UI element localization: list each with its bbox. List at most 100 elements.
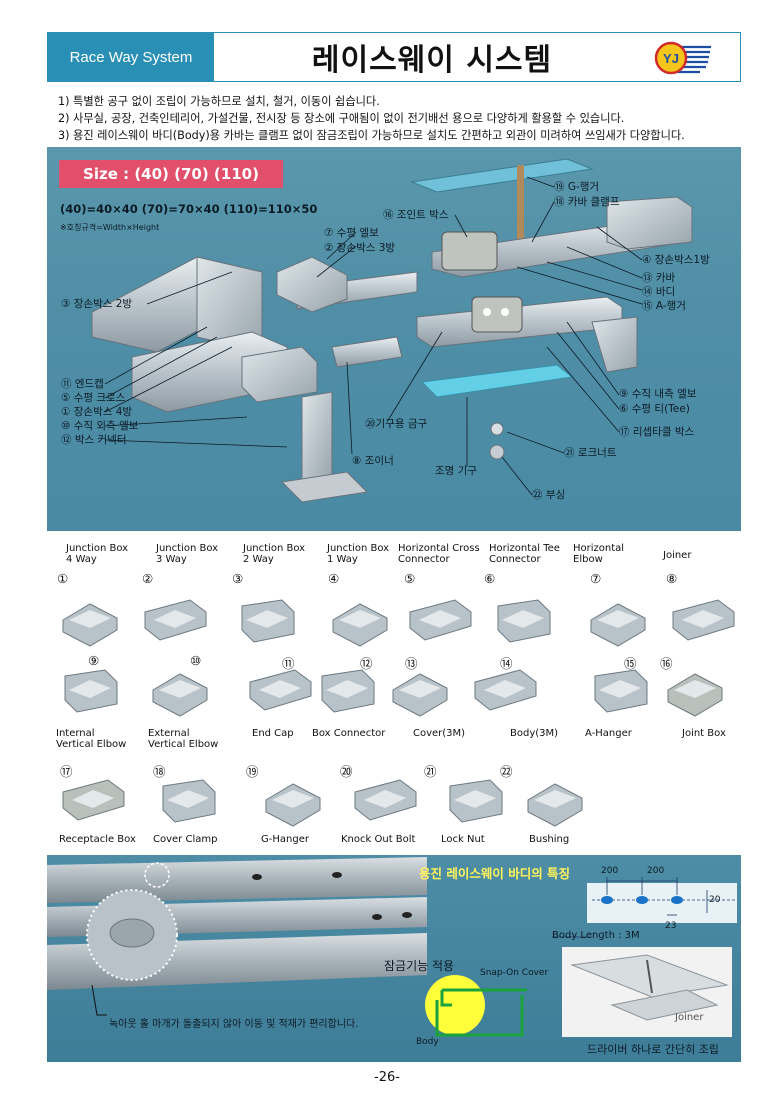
diagram-illustration — [91, 158, 693, 503]
part-number-16: ⑯ — [660, 656, 673, 671]
label-receptacle-box: ⑰ 리셉타클 박스 — [619, 426, 695, 438]
part-name-13: Cover(3M) — [413, 728, 466, 739]
label-bushing: ㉒ 부싱 — [532, 489, 566, 501]
features-illustration — [47, 857, 737, 1037]
intro-text: 1) 특별한 공구 없이 조립이 가능하므로 설치, 철거, 이동이 쉽습니다.… — [58, 93, 748, 144]
part-number-22: ㉒ — [500, 764, 513, 779]
label-horizontal-elbow: ⑦ 수평 엘보 — [324, 227, 379, 239]
part-image-2 — [144, 599, 207, 641]
part-number-1: ① — [57, 571, 69, 586]
dim-200-a: 200 — [601, 866, 619, 876]
label-junction-box-1way: ④ 장손박스1방 — [642, 254, 710, 266]
label-internal-vertical-elbow: ⑨ 수직 내측 엘보 — [619, 388, 697, 400]
part-image-13 — [392, 673, 448, 717]
label-junction-box-2way: ③ 장손박스 2방 — [61, 298, 133, 310]
part-image-10 — [152, 673, 208, 717]
part-image-20 — [354, 779, 417, 821]
part-image-22 — [527, 783, 583, 827]
part-image-18 — [162, 779, 216, 823]
part-name-20: Knock Out Bolt — [341, 834, 416, 845]
part-name-18: Cover Clamp — [153, 834, 218, 845]
part-name-15: A-Hanger — [585, 728, 632, 739]
part-name-11: End Cap — [252, 728, 294, 739]
part-image-9 — [64, 669, 118, 713]
label-junction-box-3way: ② 장손박스 3방 — [324, 242, 396, 254]
label-cover: ⑬ 카바 — [642, 272, 676, 284]
part-image-8 — [672, 599, 735, 641]
label-end-cap: ⑪ 엔드캡 — [61, 378, 104, 390]
intro-line-3: 3) 용진 레이스웨이 바디(Body)용 카바는 클램프 없이 잠금조립이 가… — [58, 129, 685, 142]
snap-lock-title: 잠금기능 적용 — [384, 959, 455, 973]
part-number-6: ⑥ — [484, 571, 496, 586]
part-number-21: ㉑ — [424, 764, 437, 779]
label-horizontal-tee: ⑥ 수평 티(Tee) — [619, 403, 690, 415]
part-image-14 — [474, 669, 537, 711]
intro-line-1: 1) 특별한 공구 없이 조립이 가능하므로 설치, 철거, 이동이 쉽습니다. — [58, 95, 380, 108]
part-name-21: Lock Nut — [441, 834, 485, 845]
svg-text:YJ: YJ — [663, 51, 679, 66]
part-number-7: ⑦ — [590, 571, 602, 586]
part-image-3 — [241, 599, 295, 643]
label-light-fixture: 조명 기구 — [435, 465, 477, 477]
label-horizontal-cross: ⑤ 수평 크로스 — [61, 392, 126, 404]
part-number-10: ⑩ — [190, 653, 202, 668]
part-number-15: ⑮ — [624, 656, 637, 671]
part-name-17: Receptacle Box — [59, 834, 136, 845]
part-number-17: ⑰ — [60, 764, 73, 779]
knockout-note: 녹아웃 홀 마개가 돌출되지 않아 이동 및 적재가 편리합니다. — [109, 1019, 359, 1030]
system-diagram: Size : (40) (70) (110) (40)=40×40 (70)=7… — [47, 147, 741, 531]
size-label: Size : (40) (70) (110) — [59, 160, 283, 188]
part-name-22: Bushing — [529, 834, 570, 845]
size-note: ※호칭규격=Width×Height — [60, 223, 160, 232]
size-formula: (40)=40×40 (70)=70×40 (110)=110×50 — [60, 202, 318, 216]
part-image-12 — [321, 669, 375, 713]
label-joiner: ⑧ 조이너 — [352, 455, 394, 467]
intro-line-2: 2) 사무실, 공장, 건축인테리어, 가설건물, 전시장 등 장소에 구애됨이… — [58, 112, 625, 125]
label-fixture-bracket: ⑳기구용 금구 — [365, 418, 428, 430]
part-number-11: ⑪ — [282, 656, 295, 671]
part-name-19: G-Hanger — [261, 834, 309, 845]
part-name-16: Joint Box — [682, 728, 726, 739]
part-number-8: ⑧ — [666, 571, 678, 586]
features-panel: 용진 레이스웨이 바디의 특징 200 200 20 23 Body Lengt… — [47, 855, 741, 1062]
part-number-19: ⑲ — [246, 764, 259, 779]
joiner-label: Joiner — [675, 1012, 704, 1023]
label-lock-nut: ㉑ 로크너트 — [564, 447, 617, 459]
part-image-19 — [265, 783, 321, 827]
part-number-4: ④ — [328, 571, 340, 586]
part-name-8: Joiner — [663, 550, 692, 561]
part-number-12: ⑫ — [360, 656, 373, 671]
label-a-hanger: ⑮ A-행거 — [642, 300, 686, 312]
label-body: ⑭ 바디 — [642, 286, 676, 298]
label-junction-box-4way: ① 장손박스 4방 — [61, 406, 133, 418]
part-number-18: ⑱ — [153, 764, 166, 779]
part-image-16 — [667, 673, 723, 717]
body-length: Body Length : 3M — [552, 930, 640, 941]
part-number-5: ⑤ — [404, 571, 416, 586]
part-image-4 — [332, 603, 388, 647]
part-image-11 — [249, 669, 312, 711]
label-cover-clamp: ⑱ 카바 클램프 — [554, 196, 620, 208]
snap-on-cover-label: Snap-On Cover — [480, 968, 549, 978]
header-badge: Race Way System — [48, 33, 214, 81]
part-number-14: ⑭ — [500, 656, 513, 671]
label-g-hanger: ⑲ G-행거 — [554, 181, 600, 193]
label-box-connector: ⑫ 박스 커넥터 — [61, 434, 127, 446]
part-image-21 — [449, 779, 503, 823]
body-label: Body — [416, 1037, 439, 1047]
company-logo: YJ — [654, 41, 711, 75]
part-number-9: ⑨ — [88, 653, 100, 668]
part-number-3: ③ — [232, 571, 244, 586]
part-name-12: Box Connector — [312, 728, 386, 739]
part-image-5 — [409, 599, 472, 641]
part-number-2: ② — [142, 571, 154, 586]
part-name-14: Body(3M) — [510, 728, 559, 739]
